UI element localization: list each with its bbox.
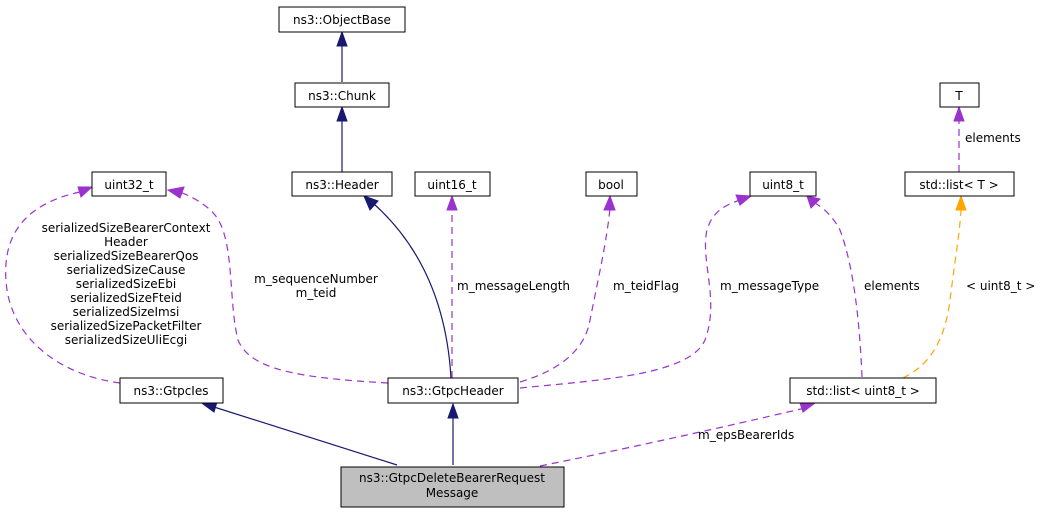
edge-label-eps-bearer-ids: m_epsBearerIds <box>698 428 794 442</box>
node-label: uint16_t <box>427 178 477 192</box>
node-T[interactable]: T <box>939 82 980 108</box>
node-label: ns3::ObjectBase <box>293 13 391 27</box>
edge-label: serializedSizeEbi <box>76 277 176 291</box>
edge-label-message-length: m_messageLength <box>457 279 570 293</box>
edge-label: serializedSizeFteid <box>70 291 182 305</box>
edge-gtpcheader-uint8 <box>519 194 753 389</box>
node-label: bool <box>598 178 624 192</box>
arrowhead-usage <box>77 186 94 198</box>
arrowhead-inheritance <box>336 105 348 122</box>
node-header[interactable]: ns3::Header <box>291 171 393 197</box>
arrowhead-usage <box>166 186 185 199</box>
node-object-base[interactable]: ns3::ObjectBase <box>278 6 406 33</box>
edge-gtpcheader-uint32 <box>166 186 389 384</box>
edge-chunk-objectbase <box>336 30 348 82</box>
node-label: std::list< T > <box>919 178 998 192</box>
edge-header-chunk <box>336 105 348 172</box>
node-gtpc-header[interactable]: ns3::GtpcHeader <box>387 377 519 404</box>
node-label: uint8_t <box>762 178 804 192</box>
arrowhead-usage <box>953 105 965 122</box>
edge-gtpcheader-uint16 <box>446 194 458 378</box>
label-ies-uint32: serializedSizeBearerContext Header seria… <box>42 221 211 347</box>
edge-label-sequence-number: m_sequenceNumber <box>254 272 378 286</box>
edge-label-template-arg: < uint8_t > <box>966 279 1035 293</box>
node-uint16[interactable]: uint16_t <box>414 171 491 197</box>
edge-listT-T <box>953 105 965 172</box>
node-label: ns3::GtpcHeader <box>402 384 504 398</box>
node-label: ns3::Header <box>305 178 378 192</box>
edge-gtpcheader-header <box>363 195 452 379</box>
edge-label: serializedSizeUliEcgi <box>65 333 187 347</box>
node-label: Message <box>426 486 479 500</box>
edge-focus-gtpcheader <box>447 402 459 465</box>
arrowhead-inheritance <box>447 402 459 419</box>
node-label: uint32_t <box>104 178 154 192</box>
arrowhead-inheritance <box>363 195 379 211</box>
edge-label-teid: m_teid <box>296 286 337 300</box>
arrowhead-usage <box>799 402 817 413</box>
arrowhead-template <box>955 194 967 211</box>
edge-listuint8-uint8 <box>806 195 863 378</box>
arrowhead-inheritance <box>336 30 348 47</box>
edge-label: serializedSizeBearerContext <box>42 221 211 235</box>
edge-gtpcies-uint32 <box>5 186 121 384</box>
node-std-list-T[interactable]: std::list< T > <box>904 171 1015 197</box>
node-bool[interactable]: bool <box>585 171 638 197</box>
edge-listuint8-listT <box>902 194 967 379</box>
node-chunk[interactable]: ns3::Chunk <box>294 82 390 108</box>
node-uint8[interactable]: uint8_t <box>749 171 817 197</box>
node-label: ns3::Chunk <box>308 89 376 103</box>
node-label: ns3::GtpcDeleteBearerRequest <box>359 471 545 485</box>
edge-label-message-type: m_messageType <box>720 279 819 293</box>
node-uint32[interactable]: uint32_t <box>91 171 167 197</box>
edge-gtpcheader-bool <box>519 194 616 383</box>
edge-label-elements-uint8: elements <box>864 279 920 293</box>
edge-focus-gtpcies <box>201 401 398 466</box>
edge-label: serializedSizeBearerQos <box>54 249 199 263</box>
node-gtpc-delete-bearer-request-message[interactable]: ns3::GtpcDeleteBearerRequest Message <box>340 466 565 508</box>
node-gtpc-ies[interactable]: ns3::GtpcIes <box>119 377 224 404</box>
edge-label-teid-flag: m_teidFlag <box>613 279 679 293</box>
edge-label-elements-T: elements <box>965 131 1021 145</box>
arrowhead-usage <box>806 195 821 209</box>
arrowhead-usage <box>446 194 458 211</box>
node-label: ns3::GtpcIes <box>134 384 209 398</box>
arrowhead-usage <box>603 194 616 211</box>
edge-label: Header <box>104 235 148 249</box>
arrowhead-usage <box>735 194 753 206</box>
edge-label: serializedSizePacketFilter <box>51 319 202 333</box>
node-label: T <box>954 89 963 103</box>
edge-label: serializedSizeCause <box>67 263 186 277</box>
node-label: std::list< uint8_t > <box>806 384 920 398</box>
node-std-list-uint8[interactable]: std::list< uint8_t > <box>789 377 937 404</box>
edge-label: serializedSizeImsi <box>73 305 180 319</box>
